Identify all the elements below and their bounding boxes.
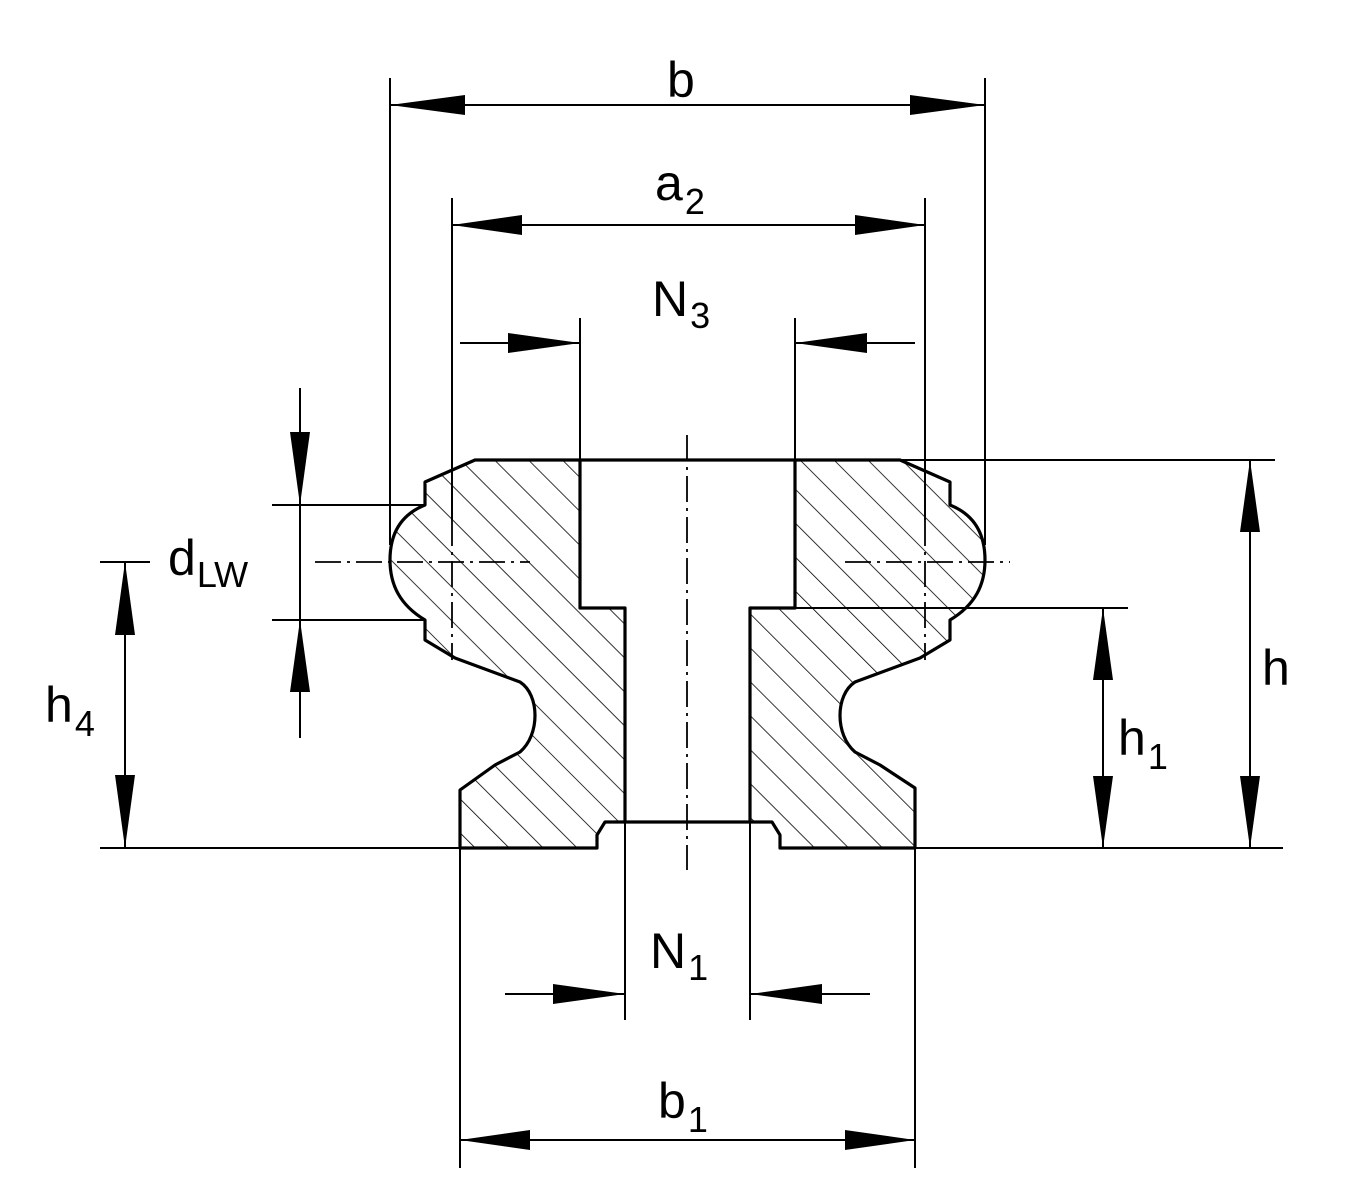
label-n1: N1 xyxy=(650,923,708,988)
dimension-a2: a2 xyxy=(452,155,925,235)
label-a2: a2 xyxy=(655,155,705,222)
label-b: b xyxy=(667,52,695,108)
extension-lines xyxy=(100,78,1283,1168)
dimension-h1: h1 xyxy=(1093,608,1168,848)
dimension-h4: h4 xyxy=(45,562,135,848)
dimension-h: h xyxy=(1240,460,1290,848)
label-h: h xyxy=(1262,640,1290,696)
dimension-b: b xyxy=(390,52,985,115)
dimension-n1: N1 xyxy=(505,923,870,1004)
label-h4: h4 xyxy=(45,677,95,744)
label-h1: h1 xyxy=(1118,710,1168,777)
dimension-b1: b1 xyxy=(460,1073,915,1150)
label-n3: N3 xyxy=(652,271,710,336)
label-b1: b1 xyxy=(658,1073,708,1140)
dimension-dlw: dLW xyxy=(168,388,310,738)
center-lines xyxy=(315,435,1010,870)
label-dlw: dLW xyxy=(168,530,248,595)
dimension-n3: N3 xyxy=(460,271,915,353)
